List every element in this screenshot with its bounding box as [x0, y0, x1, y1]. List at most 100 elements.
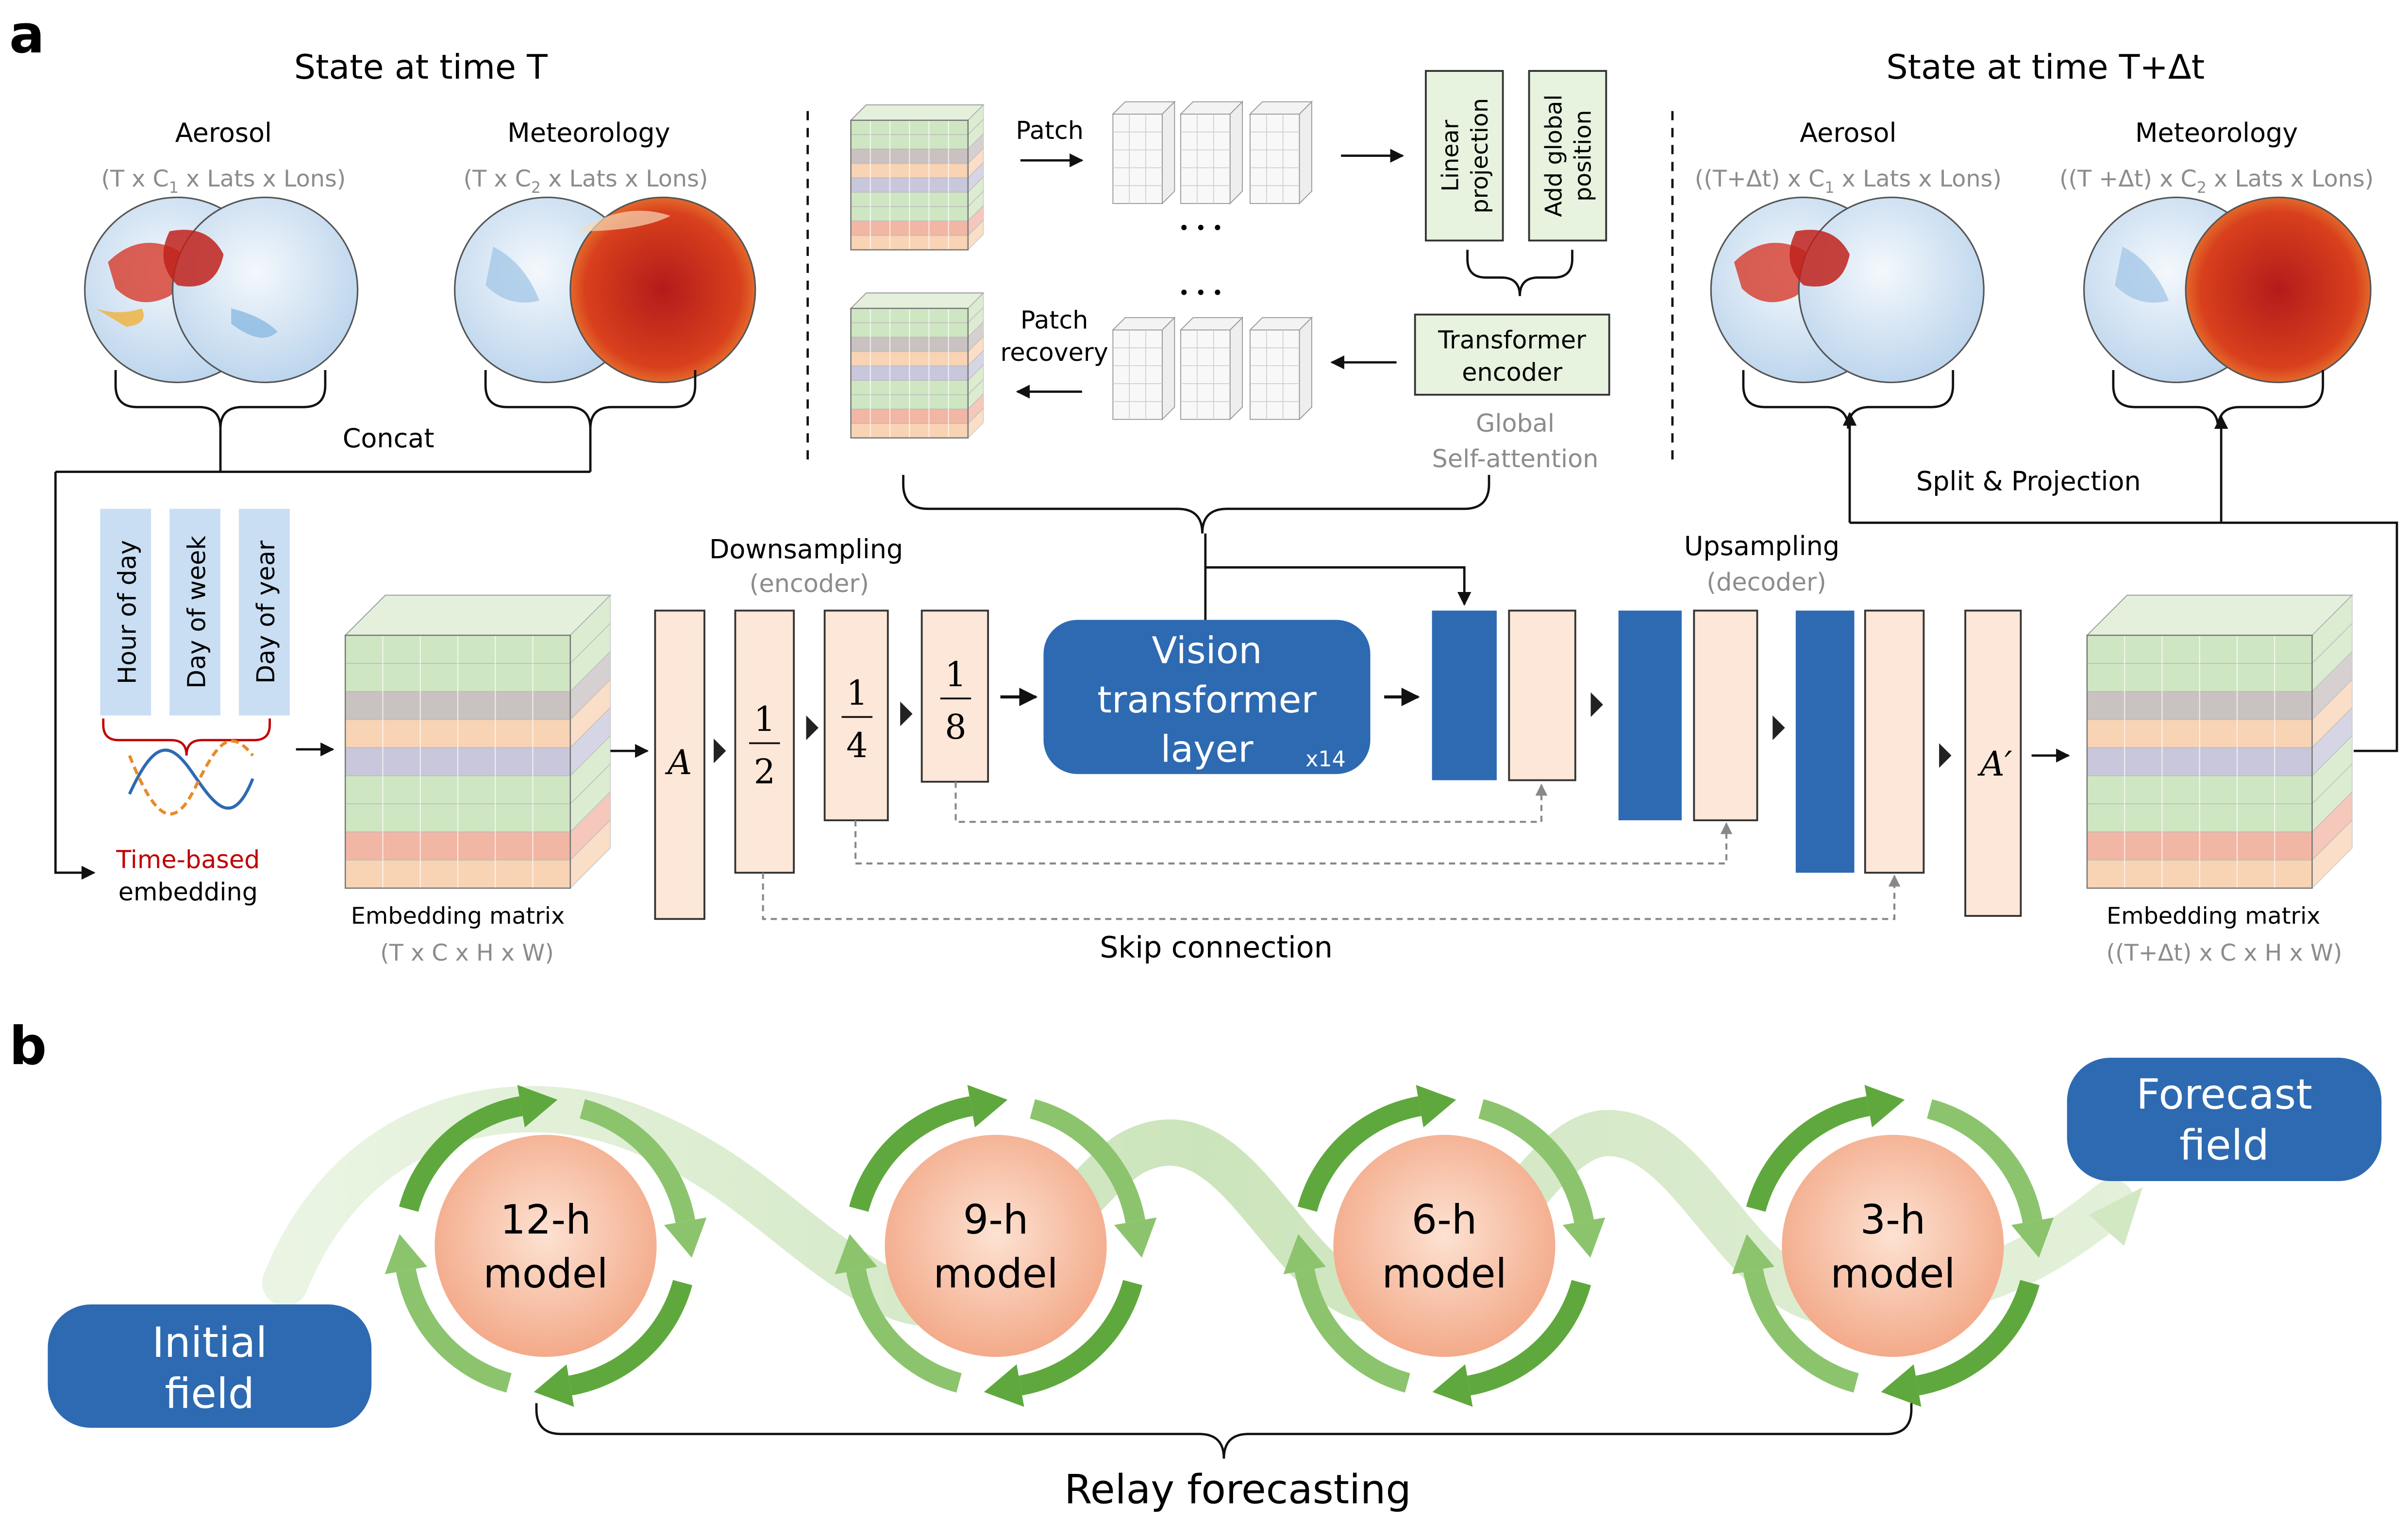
cycle-arrow-head [1283, 1234, 1326, 1274]
output-stack-top [850, 292, 985, 309]
meteorology-dims-t: (T x C2 x Lats x Lons) [464, 166, 708, 197]
time-based-label: Time-based [116, 846, 260, 874]
eighth-num: 1 [945, 655, 966, 694]
day-of-year-label: Day of year [251, 541, 280, 684]
panel-b-label: b [9, 1016, 47, 1077]
a-block-label: A [665, 743, 692, 782]
cycle-arrow-arc [1478, 1099, 1594, 1223]
a-prime-label: A′ [1977, 744, 2012, 784]
cycle-arrow-head [1881, 1364, 1922, 1407]
patch-top-2-side [1299, 101, 1312, 205]
transformer-encoder-box [1414, 313, 1610, 396]
embedding-out-label: Embedding matrix [2107, 903, 2320, 930]
cycle-arrow-head [517, 1084, 558, 1128]
meteorology-label-t: Meteorology [507, 118, 670, 148]
downsampling-title: Downsampling [709, 534, 903, 564]
patch-top-0-front [1112, 113, 1163, 204]
initial-field-box [48, 1304, 372, 1428]
aerosol-bracket-tdt [1742, 370, 1955, 429]
quarter-den: 4 [846, 726, 868, 765]
dec1-arrow [1590, 692, 1603, 717]
cycle-arrow-head [835, 1234, 878, 1274]
eighth-den: 8 [945, 708, 966, 747]
dec2-peach [1693, 609, 1758, 822]
embed-out-outline [2086, 634, 2313, 889]
split-connector [1849, 521, 2398, 752]
input-stack-top [850, 104, 985, 121]
a-prime-block [1964, 609, 2022, 917]
patch-bottom-2-front [1249, 329, 1300, 420]
embed-out-top [2086, 594, 2354, 636]
cycle-arrow-head [1432, 1364, 1473, 1407]
embedding-label: embedding [118, 878, 258, 906]
aerosol-globes-tdt [1710, 196, 1985, 383]
projection-bracket [1466, 250, 1573, 296]
vit-repeat: x14 [1305, 747, 1346, 772]
model-2-horizon: 6-h [1412, 1197, 1477, 1243]
patch-top-2-front [1249, 113, 1300, 204]
relay-forecasting-label: Relay forecasting [1064, 1467, 1411, 1513]
model-circle-0 [435, 1134, 657, 1357]
input-stack-outline [850, 119, 969, 251]
cycle-arrow-arc [568, 1280, 693, 1396]
state-tdt-title: State at time T+Δt [1886, 48, 2205, 87]
vit-detail-bracket [902, 474, 1490, 534]
embed-in-top [344, 594, 612, 636]
skip-quarter [854, 820, 1733, 865]
patch-top-1-front [1180, 113, 1231, 204]
hour-of-day-label: Hour of day [113, 540, 141, 684]
dec3-blue [1795, 610, 1855, 873]
concat-connector [55, 428, 592, 473]
cycle-arrow-head [1732, 1234, 1775, 1274]
meteorology-label-tdt: Meteorology [2135, 118, 2298, 148]
skip-eighth [954, 781, 1548, 823]
model-circle-3 [1782, 1134, 2004, 1357]
skip-half [762, 873, 1901, 920]
cycle-arrow-head [1562, 1217, 1605, 1258]
meteorology-globes-t [454, 196, 756, 383]
embed-in-outline [344, 634, 571, 889]
embedding-matrix-out [2086, 594, 2354, 889]
dec2-blue [1618, 610, 1682, 821]
aerosol-bracket-t [114, 370, 327, 429]
a-to-half-arrow [714, 738, 726, 763]
cycle-arrow-head [664, 1217, 707, 1258]
dec2-arrow [1773, 715, 1785, 740]
cycle-arrow-head [534, 1364, 574, 1407]
patch-bottom-2-side [1299, 316, 1312, 421]
half-num: 1 [754, 700, 775, 739]
model-2-label: model [1382, 1251, 1506, 1297]
cycle-arrow-head [385, 1234, 428, 1274]
patch-cubes-bottom [1112, 316, 1313, 421]
model-circle-2 [1333, 1134, 1555, 1357]
meteorology-dims-tdt: ((T +Δt) x C2 x Lats x Lons) [2059, 166, 2374, 197]
aerosol-dims-t: (T x C1 x Lats x Lons) [101, 166, 346, 197]
dots-bottom: • • • [1179, 282, 1223, 304]
aerosol-label-t: Aerosol [175, 118, 272, 148]
half-to-quarter-arrow [806, 715, 819, 740]
model-1-horizon: 9-h [963, 1197, 1029, 1243]
forecast-field-box [2067, 1058, 2382, 1182]
model-1-label: model [934, 1251, 1058, 1297]
cycle-arrow-arc [580, 1099, 695, 1223]
embedding-in-label: Embedding matrix [351, 903, 565, 930]
upsampling-title: Upsampling [1684, 531, 1839, 561]
cycle-arrow-arc [849, 1096, 973, 1212]
cycle-arrow-arc [1294, 1268, 1410, 1393]
concat-label: Concat [343, 423, 435, 454]
hour-of-day-bar [100, 508, 151, 716]
skip-connection-label: Skip connection [1100, 931, 1333, 965]
aerosol-globes-t [84, 196, 359, 383]
decoder-subtitle: (decoder) [1706, 568, 1826, 596]
cycle-arrow-arc [1030, 1099, 1146, 1223]
patch-cubes-top [1112, 101, 1313, 205]
add-position-box [1528, 70, 1607, 242]
cycle-arrow-head [1114, 1217, 1157, 1258]
vit-top-skip [1205, 566, 1472, 606]
